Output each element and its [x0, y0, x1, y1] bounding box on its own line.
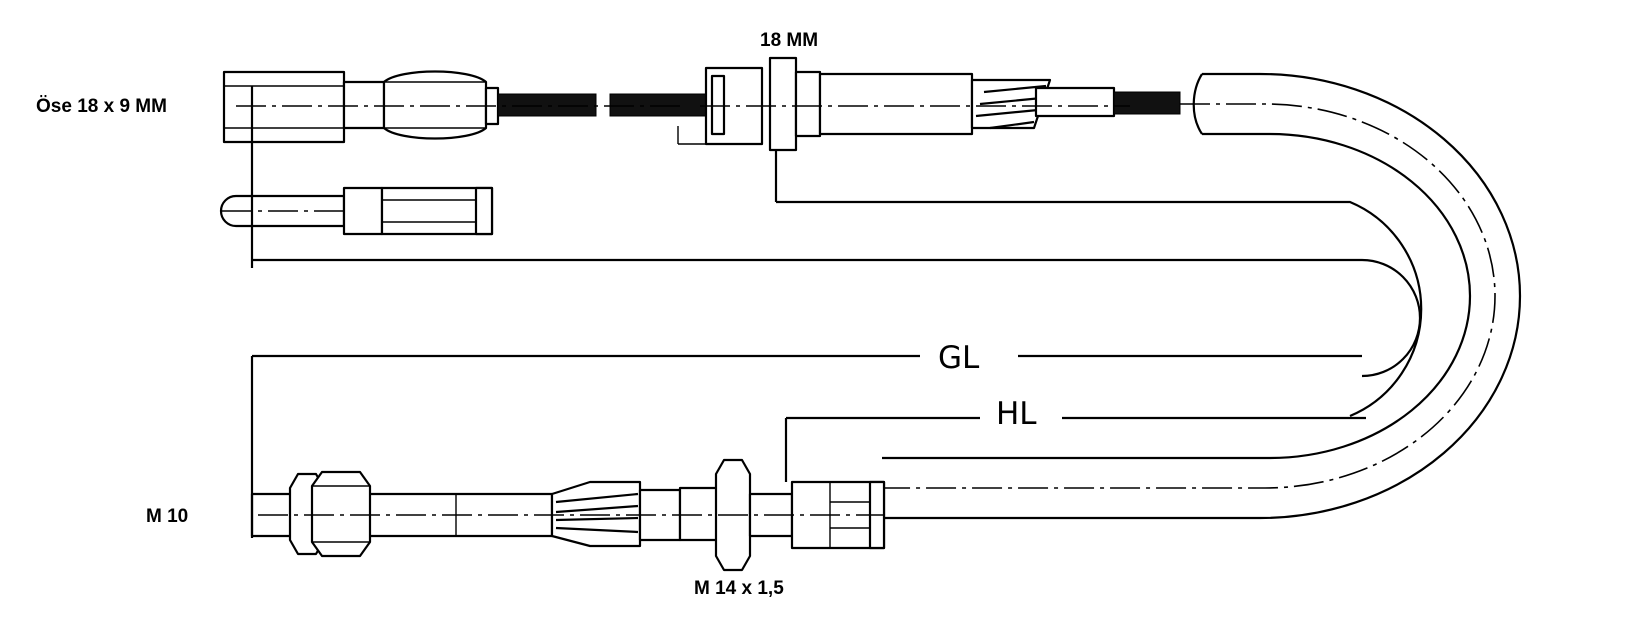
thread-end-label: M 10 [146, 506, 188, 527]
cable-sleeve-fitting [677, 56, 1116, 152]
collar-size-label: 18 MM [760, 30, 818, 51]
gl-dimension-label: GL [938, 340, 980, 376]
inner-wire-segment [497, 93, 597, 117]
inner-wire-segment [609, 93, 709, 117]
thread-nut-label: M 14 x 1,5 [694, 578, 784, 599]
dimension-lines [250, 86, 1423, 538]
outer-cable-housing [850, 72, 1522, 520]
inner-wire-segment [1113, 91, 1181, 115]
pin-fitting [219, 186, 494, 236]
eye-end-fitting [222, 70, 500, 144]
eye-size-label: Öse 18 x 9 MM [36, 96, 167, 117]
hl-dimension-label: HL [996, 396, 1037, 432]
